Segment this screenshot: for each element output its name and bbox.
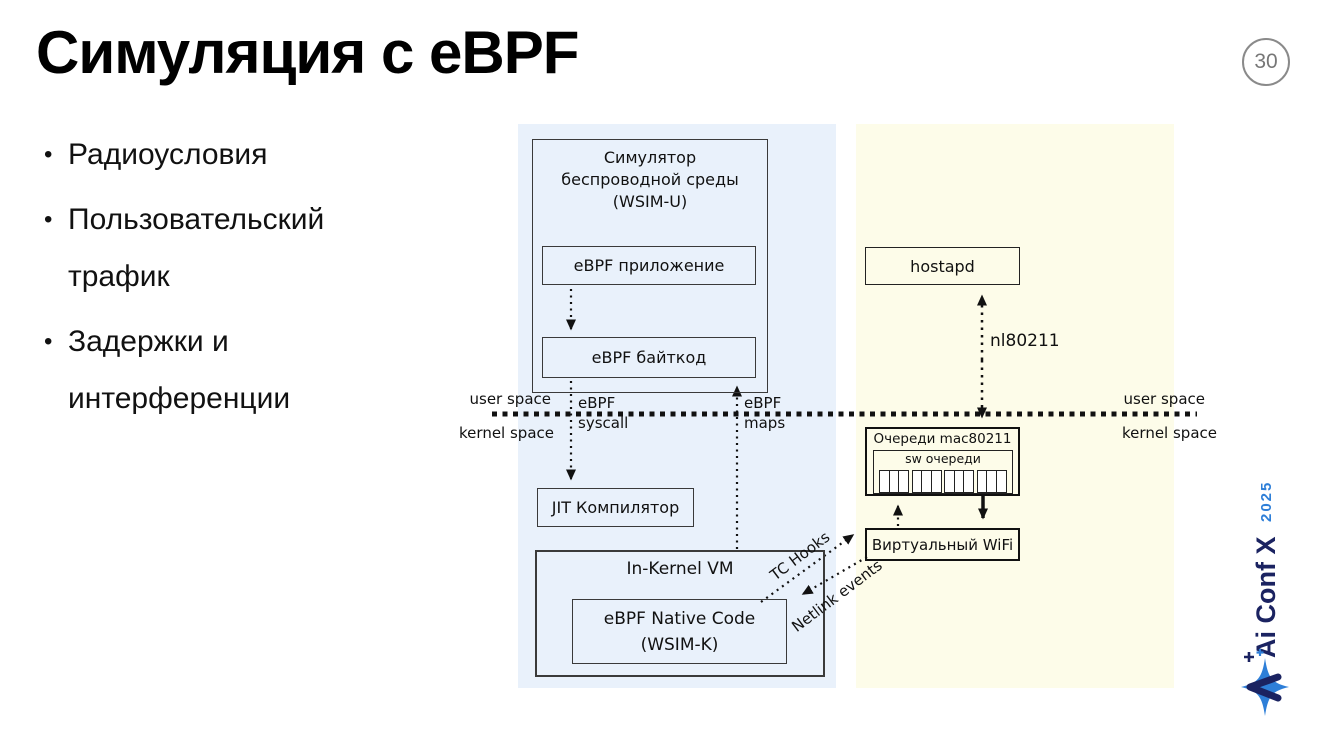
queue-cell xyxy=(996,470,1007,493)
page-number-badge: 30 xyxy=(1242,38,1290,86)
wifi-stack-panel xyxy=(856,124,1174,688)
user-space-label-left: user space xyxy=(469,390,552,408)
bullet-text: Задержки и интерференции xyxy=(68,325,291,415)
in-kernel-vm-box: In-Kernel VM xyxy=(535,550,825,677)
hostapd-box: hostapd xyxy=(865,247,1020,285)
bullet-list: • Радиоусловия • Пользовательский трафик… xyxy=(44,126,464,435)
mac80211-queues-label: Очереди mac80211 xyxy=(873,431,1012,447)
queue-group xyxy=(944,470,975,493)
queue-cell xyxy=(930,470,942,493)
ebpf-native-code-box: eBPF Native Code (WSIM-K) xyxy=(572,599,787,664)
bullet-item: • Радиоусловия xyxy=(44,126,464,183)
bullet-item: • Задержки и интерференции xyxy=(44,313,464,427)
queue-group xyxy=(911,470,942,493)
queue-row xyxy=(879,470,1007,493)
jit-compiler-box: JIT Компилятор xyxy=(537,488,694,527)
bullet-marker: • xyxy=(44,141,53,168)
bullet-item: • Пользовательский трафик xyxy=(44,191,464,305)
bullet-text: Радиоусловия xyxy=(68,138,268,171)
ebpf-bytecode-box: eBPF байткод xyxy=(542,337,756,378)
ebpf-app-box: eBPF приложение xyxy=(542,246,756,285)
virtual-wifi-box: Виртуальный WiFi xyxy=(865,528,1020,561)
ebpf-maps-label: eBPF maps xyxy=(744,394,786,432)
logo-year: 2025 xyxy=(1258,481,1275,523)
queue-group xyxy=(976,470,1007,493)
user-space-label-right: user space xyxy=(1123,390,1206,408)
queue-group xyxy=(879,470,910,493)
bullet-text: Пользовательский трафик xyxy=(68,203,325,293)
queue-cell xyxy=(963,470,975,493)
simulator-box: Симулятор беспроводной среды (WSIM-U) xyxy=(532,139,768,393)
slide-title: Симуляция с eBPF xyxy=(36,19,579,86)
queue-cell xyxy=(898,470,910,493)
aiconf-sparkle-icon xyxy=(1241,649,1289,716)
sw-queues-box: sw очереди xyxy=(873,450,1013,494)
sw-queues-label: sw очереди xyxy=(905,451,981,466)
bullet-marker: • xyxy=(44,328,53,355)
kernel-space-label-left: kernel space xyxy=(459,424,554,442)
page-number: 30 xyxy=(1254,50,1278,73)
ebpf-syscall-label: eBPF syscall xyxy=(578,394,629,432)
conference-logo-text: Ai Conf X 2025 xyxy=(1251,470,1282,658)
kernel-space-label-right: kernel space xyxy=(1122,424,1217,442)
nl80211-label: nl80211 xyxy=(990,331,1060,351)
mac80211-queues-box: Очереди mac80211 sw очереди xyxy=(865,427,1020,496)
bullet-marker: • xyxy=(44,206,53,233)
logo-brand: Ai Conf X xyxy=(1251,536,1281,659)
